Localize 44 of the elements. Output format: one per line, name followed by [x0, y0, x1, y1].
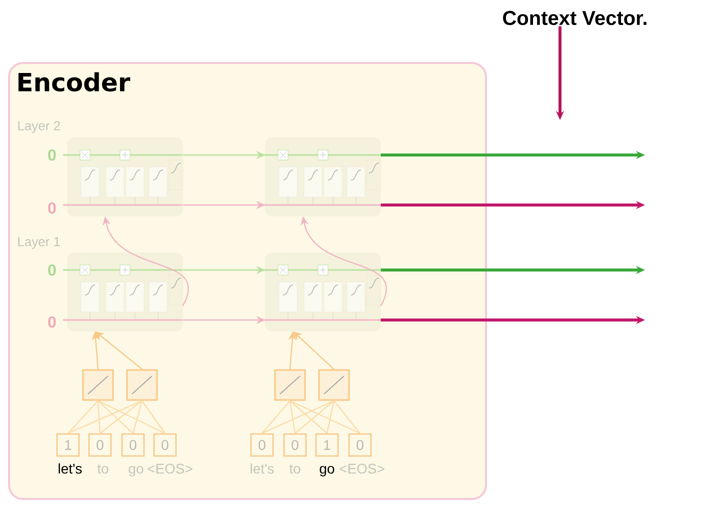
connector-line: [334, 400, 360, 434]
linear-unit-box: [126, 369, 158, 401]
connector-line: [97, 400, 101, 434]
lstm-cell: [261, 252, 382, 332]
connector-line: [289, 400, 296, 434]
connector-line: [294, 400, 334, 434]
connector-line: [262, 400, 290, 434]
word-label: to: [97, 464, 108, 474]
input-box: 0: [250, 433, 274, 457]
lstm-cell: [261, 138, 382, 216]
linear-unit-box: [318, 369, 350, 401]
input-box: 1: [315, 433, 339, 457]
input-box: 0: [153, 433, 177, 457]
context-vector-title: Context Vector.: [503, 10, 646, 26]
input-box: 0: [348, 433, 372, 457]
connector-line: [262, 400, 334, 434]
connector-line: [100, 400, 142, 434]
connector-line: [290, 400, 328, 434]
linear-unit-box: [82, 369, 114, 401]
input-box: 0: [121, 433, 145, 457]
connector-line: [290, 400, 360, 434]
lstm-cell: [63, 138, 184, 216]
connector-line: [98, 400, 166, 434]
connector-line: [132, 400, 143, 434]
layer-label: Layer 1: [18, 237, 60, 249]
word-label: <EOS>: [148, 464, 192, 474]
word-label: let's: [58, 463, 82, 474]
word-label: let's: [250, 463, 274, 474]
connector-line: [68, 400, 142, 434]
input-box: 0: [283, 433, 307, 457]
linear-unit-box: [274, 369, 306, 401]
connector-line: [142, 400, 166, 434]
word-label: <EOS>: [340, 464, 384, 474]
lstm-cell: [63, 252, 184, 332]
connector-line: [68, 400, 98, 434]
initial-state-value: 0: [48, 202, 56, 214]
connector-line: [98, 400, 134, 434]
word-label: go: [320, 466, 334, 476]
input-box: 0: [88, 433, 112, 457]
input-box: 1: [56, 433, 80, 457]
word-label: to: [289, 464, 300, 474]
word-label: go: [128, 466, 144, 476]
connector-line: [326, 400, 335, 434]
layer-label: Layer 2: [18, 121, 60, 133]
